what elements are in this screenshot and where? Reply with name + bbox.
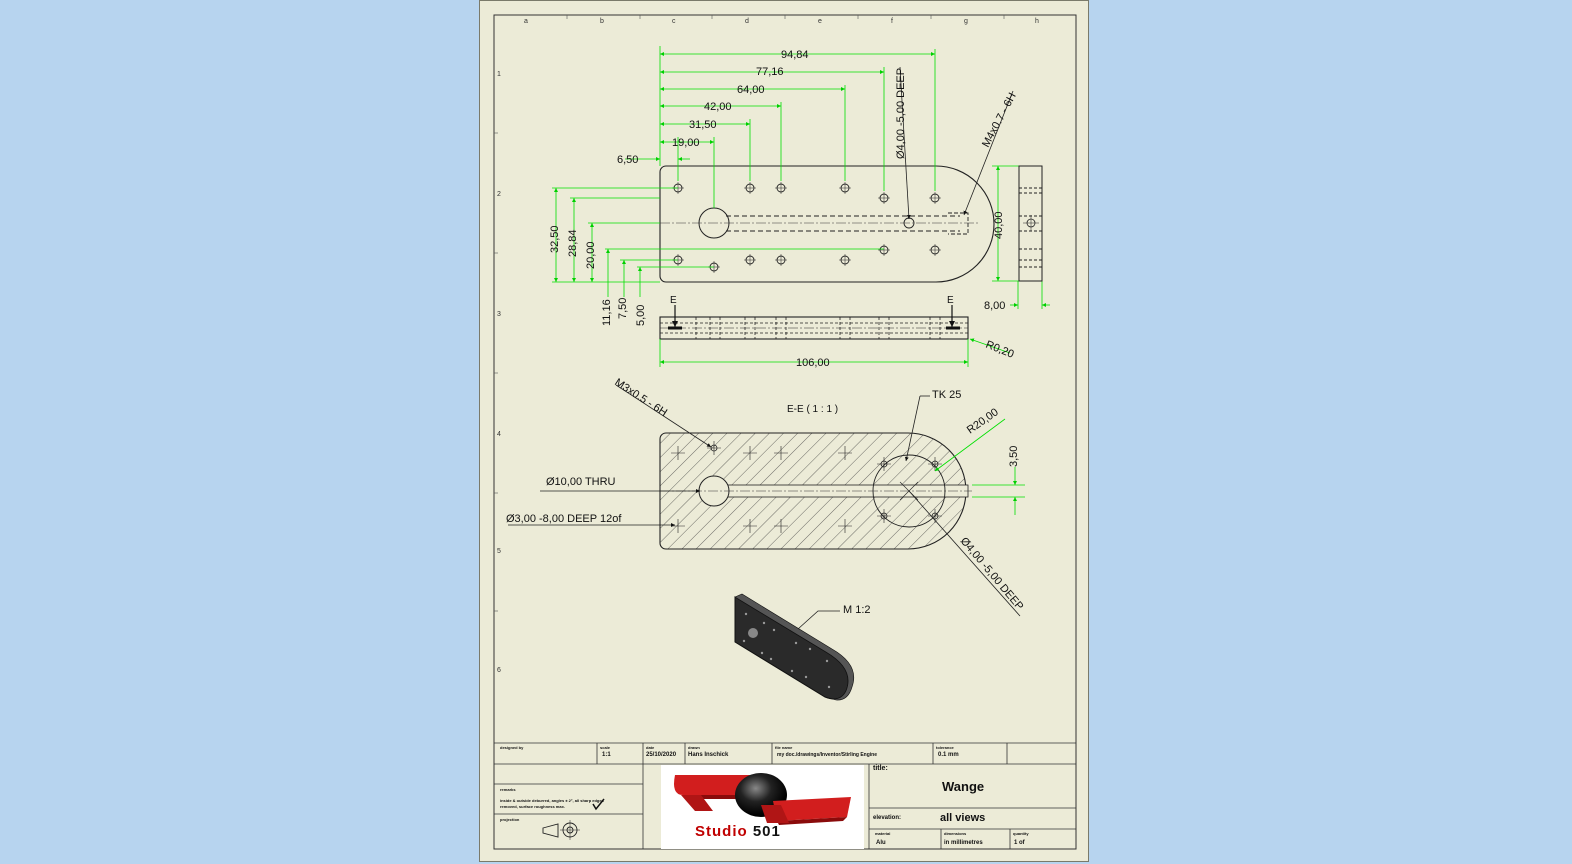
- drawn-value: Hans Inschick: [688, 752, 729, 758]
- column-letters: a b c d e f g h: [524, 18, 1039, 25]
- date-value: 25/10/2020: [646, 752, 677, 758]
- dim-8-00: 8,00: [984, 300, 1005, 312]
- column-letter-d: d: [745, 18, 749, 25]
- logo-graphic-icon: [674, 773, 851, 825]
- callout-thread-section: M3x0.5 - 6H: [612, 376, 669, 419]
- logo-number: 501: [752, 823, 781, 840]
- drawn-label: drawn: [688, 745, 700, 750]
- dim-106-00: 106,00: [796, 357, 830, 369]
- drawing-title: Wange: [942, 779, 985, 794]
- row-number-1: 1: [497, 71, 501, 78]
- column-letter-c: c: [672, 18, 676, 25]
- technical-drawing: a b c d e f g h 1 2 3 4 5 6: [493, 14, 1077, 850]
- dim-r20-00: R20,00: [965, 406, 1001, 436]
- scale-label: scale: [600, 745, 611, 750]
- title-label: title:: [873, 765, 888, 772]
- file-name-value: my doc./drawings/Inventor/Stirling Engin…: [777, 752, 878, 758]
- isometric-view: M 1:2: [734, 593, 871, 701]
- logo-text: Studio 501: [695, 823, 781, 840]
- edge-view: E E: [659, 295, 969, 340]
- dim-31-50: 31,50: [689, 119, 717, 131]
- row-number-4: 4: [497, 431, 501, 438]
- elevation-value: all views: [940, 812, 986, 824]
- label-tk: TK 25: [932, 389, 961, 401]
- dim-94-84: 94,84: [781, 49, 809, 61]
- row-number-2: 2: [497, 191, 501, 198]
- drawing-sheet: a b c d e f g h 1 2 3 4 5 6: [479, 0, 1089, 862]
- side-view: [1018, 165, 1043, 282]
- dim-20-00: 20,00: [585, 241, 597, 269]
- quantity-value: 1 of: [1014, 840, 1025, 846]
- callout-small-holes: Ø3,00 -8,00 DEEP 12of: [506, 513, 622, 525]
- callout-thru-hole: Ø10,00 THRU: [546, 476, 616, 488]
- scale-value: 1:1: [602, 752, 611, 758]
- section-dimension-lines: [934, 418, 1025, 515]
- file-name-label: file name: [775, 745, 793, 750]
- top-view: [659, 165, 995, 283]
- dim-42-00: 42,00: [704, 101, 732, 113]
- column-letter-h: h: [1035, 18, 1039, 25]
- dim-32-50: 32,50: [549, 225, 561, 253]
- dim-r0-20: R0,20: [984, 339, 1016, 361]
- dim-77-16: 77,16: [756, 66, 784, 78]
- row-numbers: 1 2 3 4 5 6: [497, 71, 501, 674]
- column-letter-f: f: [891, 18, 893, 25]
- section-title: E-E ( 1 : 1 ): [787, 404, 838, 415]
- column-letter-b: b: [600, 18, 604, 25]
- dim-40-00: 40,00: [993, 211, 1005, 239]
- dim-6-50: 6,50: [617, 154, 638, 166]
- date-label: date: [646, 745, 655, 750]
- callout-thread-top: M4x0.7 - 6H: [980, 91, 1019, 150]
- dim-19-00: 19,00: [672, 137, 700, 149]
- dim-3-50: 3,50: [1008, 446, 1020, 467]
- designed-by-label: designed by: [500, 745, 524, 750]
- dim-11-16: 11,16: [601, 299, 613, 326]
- material-value: Alu: [876, 840, 886, 846]
- row-number-3: 3: [497, 311, 501, 318]
- section-marker-right: E: [947, 295, 954, 306]
- dim-28-84: 28,84: [567, 229, 579, 257]
- projection-symbol-icon: [542, 820, 580, 840]
- column-letter-g: g: [964, 18, 968, 25]
- roughness-check-icon: [592, 798, 605, 811]
- column-letter-a: a: [524, 18, 528, 25]
- quantity-label: quantity: [1013, 831, 1029, 836]
- logo-brand: Studio: [695, 823, 748, 840]
- tolerance-label: tolerance: [936, 745, 954, 750]
- title-block-grid: [494, 742, 1076, 849]
- material-label: material: [875, 831, 891, 836]
- column-letter-e: e: [818, 18, 822, 25]
- plate-outline-top: [659, 165, 995, 283]
- top-dimension-labels: 94,84 77,16 64,00 42,00 31,50 19,00 6,50…: [549, 49, 1019, 326]
- projection-label: projection: [500, 817, 520, 822]
- remarks-line-1: inside & outside deburred, angles ± 2°, …: [500, 798, 604, 803]
- dim-64-00: 64,00: [737, 84, 765, 96]
- section-marker-left: E: [670, 295, 677, 306]
- callout-hole-section: Ø4,00 -5,00 DEEP: [958, 535, 1026, 613]
- dim-5-00: 5,00: [635, 305, 647, 326]
- remarks-label: remarks: [500, 787, 516, 792]
- tolerance-value: 0.1 mm: [938, 752, 959, 758]
- elevation-label: elevation:: [873, 815, 902, 821]
- studio-logo: Studio 501: [661, 765, 864, 849]
- dimensions-label: dimensions: [944, 831, 967, 836]
- iso-scale-label: M 1:2: [843, 604, 871, 616]
- row-number-5: 5: [497, 548, 501, 555]
- remarks-line-2: removed, surface roughness max.: [500, 804, 565, 809]
- callout-hole-top: Ø4,00 -5,00 DEEP: [895, 68, 907, 159]
- top-dimension-lines: [552, 46, 1050, 309]
- dim-7-50: 7,50: [617, 298, 629, 319]
- dimensions-value: in millimetres: [944, 840, 983, 846]
- section-view: [659, 432, 972, 550]
- row-number-6: 6: [497, 667, 501, 674]
